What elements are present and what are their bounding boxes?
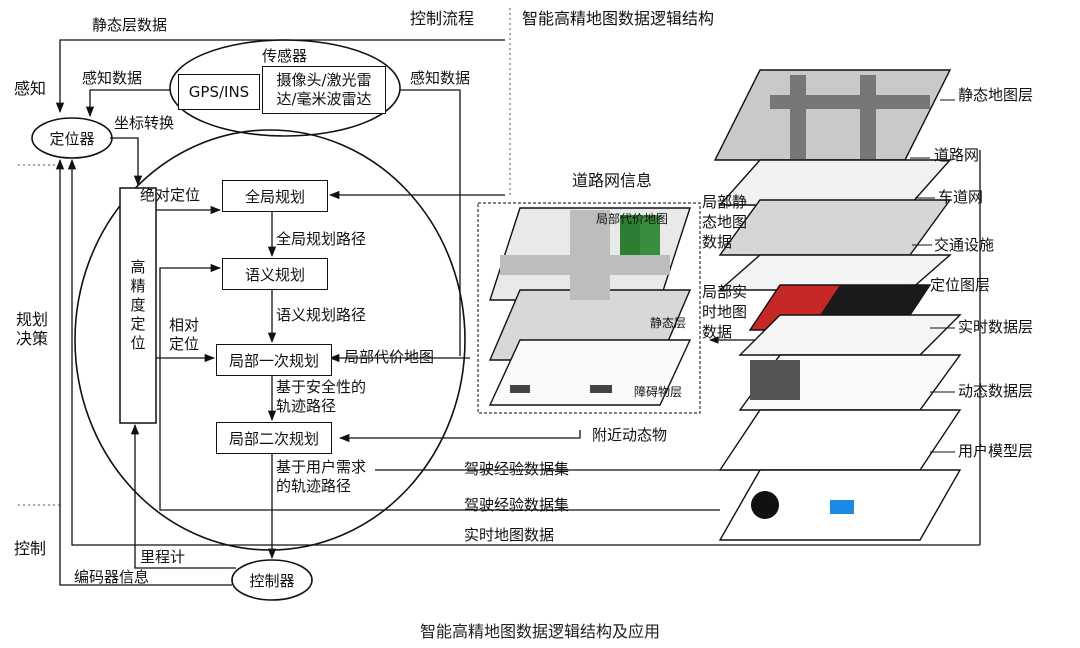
gps-ins-box: GPS/INS [178, 74, 260, 110]
stage-planning: 规划 决策 [15, 310, 48, 348]
road-horizontal-1 [500, 255, 670, 275]
car-icon-2 [590, 385, 612, 393]
perception-data-left: 感知数据 [82, 69, 143, 87]
perception-data-right: 感知数据 [410, 69, 471, 87]
global-planning-box: 全局规划 [222, 180, 328, 212]
road-lane-2 [860, 75, 876, 160]
arrow-static-layer-data [55, 39, 505, 114]
layer-user-model [718, 409, 962, 471]
driving-dataset-2-label: 驾驶经验数据集 [464, 496, 570, 514]
arrow-nearby-dynamic [338, 430, 581, 443]
tree-icon-2 [640, 215, 660, 255]
local-static-map-label: 局部静 态地图 数据 [702, 193, 748, 251]
local-realtime-map-label: 局部实 时地图 数据 [702, 283, 748, 341]
controller-label: 控制器 [249, 571, 295, 590]
static-layer-data-label: 静态层数据 [92, 16, 168, 34]
absolute-localization-label: 绝对定位 [140, 186, 201, 204]
nearby-dynamic-label: 附近动态物 [592, 426, 668, 444]
car-crash-icon [830, 500, 854, 514]
layer-label-road-network: 道路网 [934, 146, 980, 164]
local-first-box: 局部一次规划 [216, 344, 332, 376]
local-cost-map-title: 局部代价地图 [596, 212, 669, 226]
odometer-label: 里程计 [140, 548, 186, 566]
diagram-title: 智能高精地图数据逻辑结构 [522, 9, 715, 28]
road-network-info-label: 道路网信息 [572, 171, 653, 190]
safe-path-label: 基于安全性的 轨迹路径 [276, 378, 367, 415]
plane-obstacle [488, 339, 692, 406]
sensor-title: 传感器 [262, 47, 308, 65]
realtime-map-data-label: 实时地图数据 [464, 526, 555, 544]
layer-lane-network [718, 199, 952, 256]
arrow-realtime-map-data [67, 158, 980, 546]
localizer-label: 定位器 [49, 129, 95, 148]
layer-label-static-map: 静态地图层 [958, 86, 1034, 104]
head-icon [751, 491, 779, 519]
local-cost-map-arrow-label: 局部代价地图 [344, 348, 435, 366]
stage-perception: 感知 [14, 79, 47, 98]
semantic-path-label: 语义规划路径 [276, 306, 367, 324]
arrow-odometer [130, 423, 236, 569]
control-flow-label: 控制流程 [410, 9, 475, 28]
static-layer-label: 静态层 [650, 316, 687, 330]
obstacle-layer-label: 障碍物层 [634, 385, 683, 399]
local-second-box: 局部二次规划 [216, 422, 332, 454]
cars-icon [750, 360, 800, 400]
hd-localization-label: 高 精 度 定 位 [130, 258, 146, 352]
car-icon [510, 385, 530, 393]
layer-static-map [713, 69, 952, 161]
arrow-coordinate-transform [110, 137, 143, 187]
relative-localization-label: 相对 定位 [168, 316, 199, 353]
arrow-driving-dataset-2 [159, 263, 720, 511]
tree-icon [620, 215, 640, 255]
stage-control: 控制 [14, 539, 47, 558]
local-cost-map-box [477, 202, 701, 414]
layer-label-localization: 定位图层 [930, 276, 991, 294]
road-cross [770, 95, 930, 109]
hd-localization-box [119, 187, 157, 424]
road-lane [790, 75, 806, 160]
line-perception-right [400, 89, 461, 356]
controller-ellipse [231, 559, 313, 601]
layer-label-traffic-facility: 交通设施 [934, 236, 995, 254]
driving-dataset-1-label: 驾驶经验数据集 [464, 460, 570, 478]
layer-label-lane-network: 车道网 [938, 188, 984, 206]
semantic-planning-box: 语义规划 [222, 258, 328, 290]
global-path-label: 全局规划路径 [276, 230, 367, 248]
arrow-perception-left [85, 89, 170, 118]
arrow-encoder-info [55, 158, 232, 586]
encoder-info-label: 编码器信息 [74, 568, 150, 586]
layer-label-user-model: 用户模型层 [958, 442, 1034, 460]
figure-caption: 智能高精地图数据逻辑结构及应用 [419, 622, 660, 641]
coordinate-transform-label: 坐标转换 [114, 114, 175, 132]
layer-label-realtime: 实时数据层 [958, 318, 1034, 336]
camera-lidar-box: 摄像头/激光雷 达/毫米波雷达 [262, 66, 386, 114]
layer-label-dynamic: 动态数据层 [958, 382, 1034, 400]
user-path-label: 基于用户需求 的轨迹路径 [276, 458, 367, 495]
